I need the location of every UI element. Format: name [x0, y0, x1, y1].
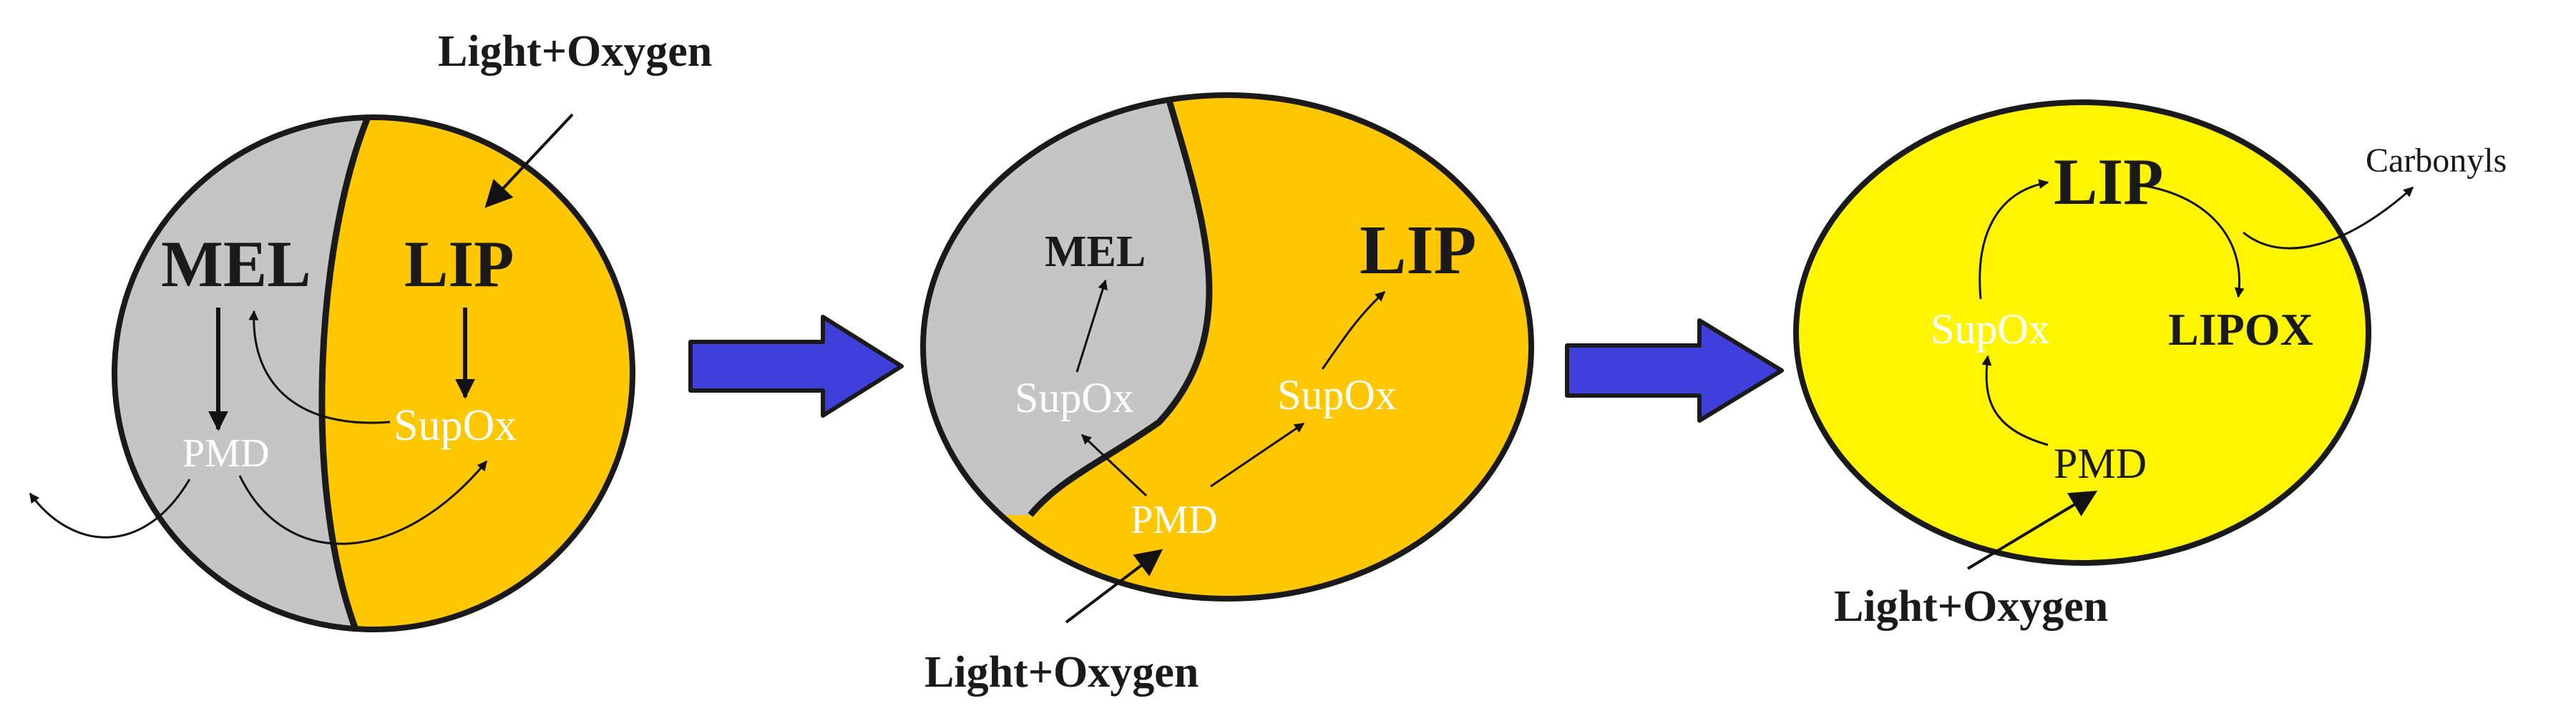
panel3-carbonyls-label: Carbonyls — [2366, 142, 2507, 180]
flow-arrow-2 — [1565, 318, 1784, 423]
panel3-circle — [1793, 99, 2371, 566]
panel2-curve-supox-to-lip — [1321, 290, 1386, 370]
panel1-curve-supox-to-mel — [248, 310, 391, 424]
panel1-curve-pmd-to-supox — [238, 460, 488, 545]
panel3-pmd-label: PMD — [2054, 440, 2147, 487]
panel-3: LIP SupOx LIPOX PMD Carbonyls Light+Oxyg… — [1793, 99, 2507, 631]
panel2-arrow-pmd-to-supox-left — [1080, 433, 1148, 497]
panel2-light-oxygen-label: Light+Oxygen — [924, 648, 1199, 697]
panel2-pmd-label: PMD — [1131, 498, 1217, 542]
panel3-arrow-light-to-pmd — [1966, 491, 2098, 570]
panel3-curve-pmd-to-supox — [1981, 355, 2049, 446]
panel1-mel-label: MEL — [161, 227, 311, 300]
panel2-arrow-pmd-to-supox-right — [1210, 422, 1305, 488]
panel1-lip-label: LIP — [404, 227, 514, 300]
panel3-curve-to-carbonyls — [2243, 186, 2414, 250]
panel3-curve-lip-to-lipox — [2135, 183, 2245, 298]
panel2-divider — [1028, 95, 1213, 517]
panel1-pmd-label: PMD — [182, 431, 269, 476]
panel1-curve-pmd-to-outside — [29, 479, 191, 539]
panel2-arrow-supox-to-mel — [1075, 279, 1108, 373]
flow-arrow-1 — [688, 315, 904, 418]
panel2-supox-right-label: SupOx — [1277, 371, 1397, 418]
panel2-supox-left-label: SupOx — [1015, 374, 1134, 421]
panel-2: MEL LIP SupOx SupOx PMD Light+Oxygen — [920, 92, 1534, 697]
panel1-light-oxygen-label: Light+Oxygen — [438, 27, 712, 76]
panel3-supox-label: SupOx — [1931, 305, 2050, 353]
panel-1: MEL LIP SupOx PMD Light+Oxygen — [29, 27, 712, 632]
panel2-lip-label: LIP — [1360, 212, 1476, 289]
panel3-light-oxygen-label: Light+Oxygen — [1834, 582, 2108, 631]
panel1-supox-label: SupOx — [394, 401, 517, 450]
panel3-lipox-label: LIPOX — [2168, 304, 2313, 355]
panel1-arrow-light-to-lip — [484, 113, 574, 208]
panel2-circle-outline — [920, 92, 1534, 602]
panel3-lip-label: LIP — [2054, 145, 2163, 218]
panel2-mel-label: MEL — [1045, 227, 1146, 276]
panel1-melanin-region — [114, 117, 372, 629]
panel2-arrow-light-to-pmd — [1065, 549, 1163, 624]
panel3-curve-supox-to-lip — [1979, 179, 2049, 300]
panel1-divider — [318, 117, 376, 629]
panel1-circle-outline — [112, 114, 635, 632]
